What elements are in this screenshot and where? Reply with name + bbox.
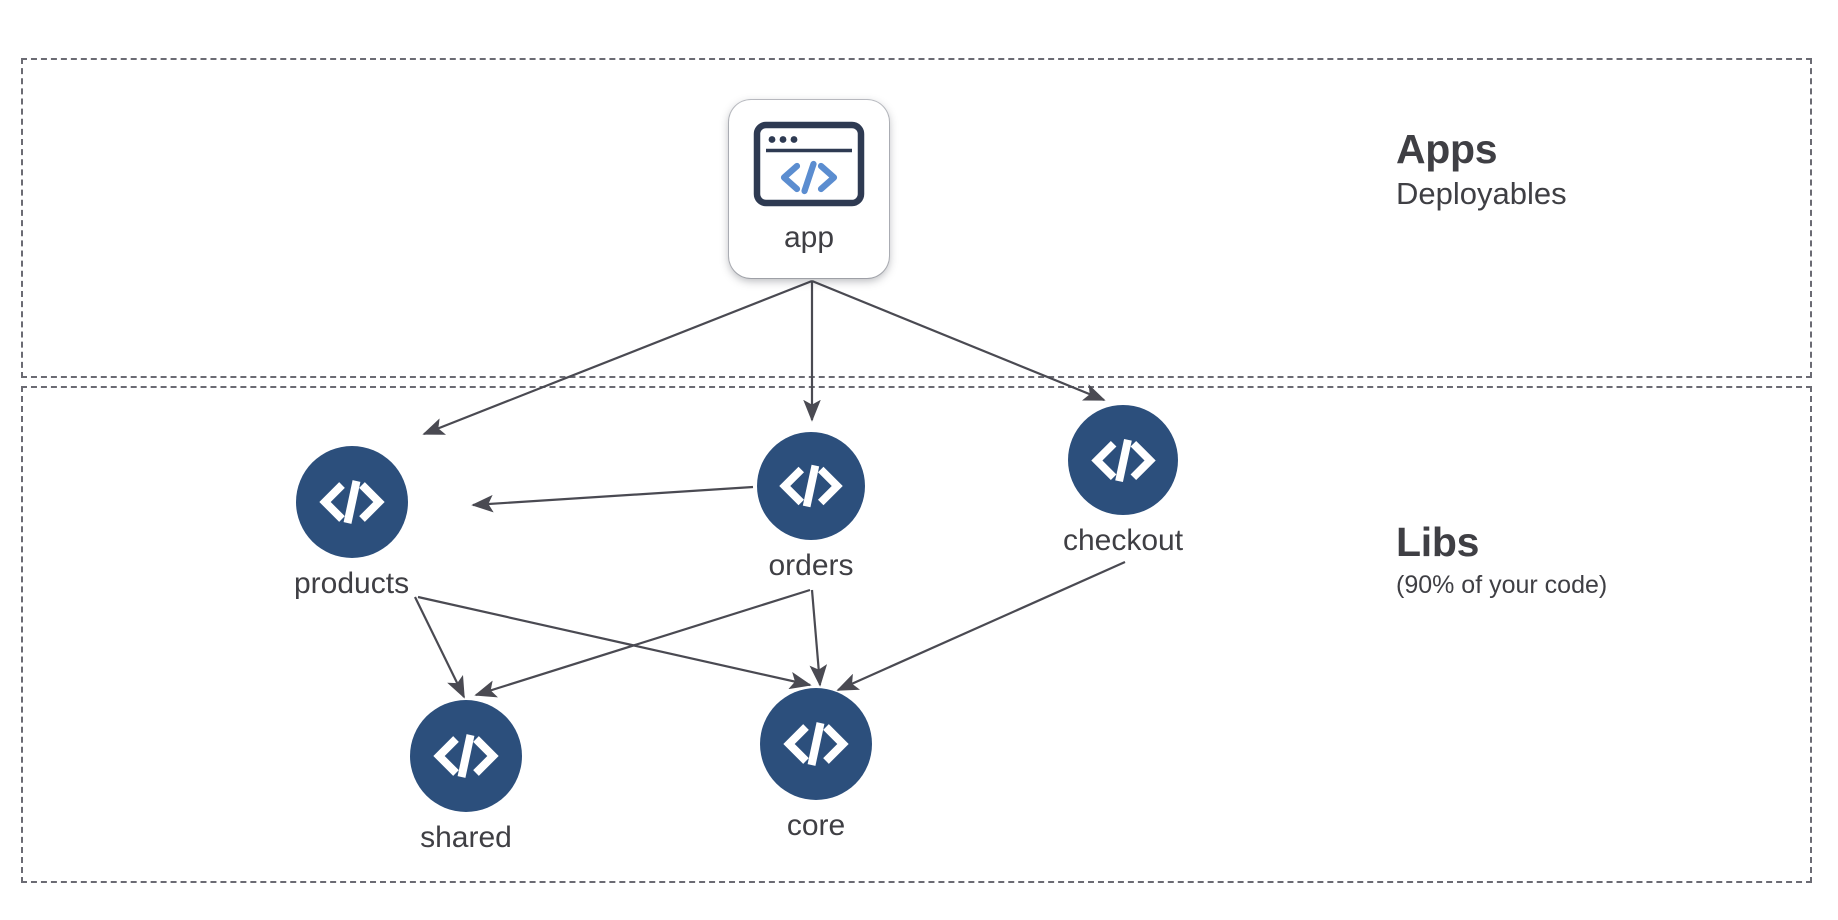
node-checkout[interactable]: checkout	[1063, 405, 1183, 556]
code-brackets-icon	[410, 700, 522, 812]
code-brackets-icon	[760, 688, 872, 800]
region-libs-subtitle: (90% of your code)	[1396, 571, 1608, 600]
node-core-label: core	[786, 809, 846, 842]
node-app[interactable]: app	[729, 100, 889, 278]
region-apps-title: Apps	[1396, 126, 1498, 172]
region-apps-caption: Apps Deployables	[1396, 126, 1796, 214]
region-apps	[21, 58, 1812, 378]
node-products[interactable]: products	[294, 446, 409, 599]
node-orders-label: orders	[768, 549, 854, 582]
code-brackets-icon	[295, 446, 408, 558]
browser-code-icon	[753, 121, 865, 207]
region-apps-subtitle: Deployables	[1396, 176, 1567, 212]
node-core[interactable]: core	[760, 688, 872, 841]
node-orders[interactable]: orders	[757, 432, 865, 581]
code-brackets-icon	[1068, 405, 1179, 515]
node-shared-label: shared	[420, 821, 512, 854]
node-checkout-label: checkout	[1063, 524, 1184, 557]
region-libs	[21, 386, 1812, 883]
code-brackets-icon	[757, 432, 865, 540]
node-products-label: products	[294, 567, 410, 600]
node-shared[interactable]: shared	[410, 700, 522, 853]
region-libs-caption: Libs (90% of your code)	[1396, 519, 1796, 601]
node-app-label: app	[783, 221, 835, 254]
region-libs-title: Libs	[1396, 519, 1480, 565]
